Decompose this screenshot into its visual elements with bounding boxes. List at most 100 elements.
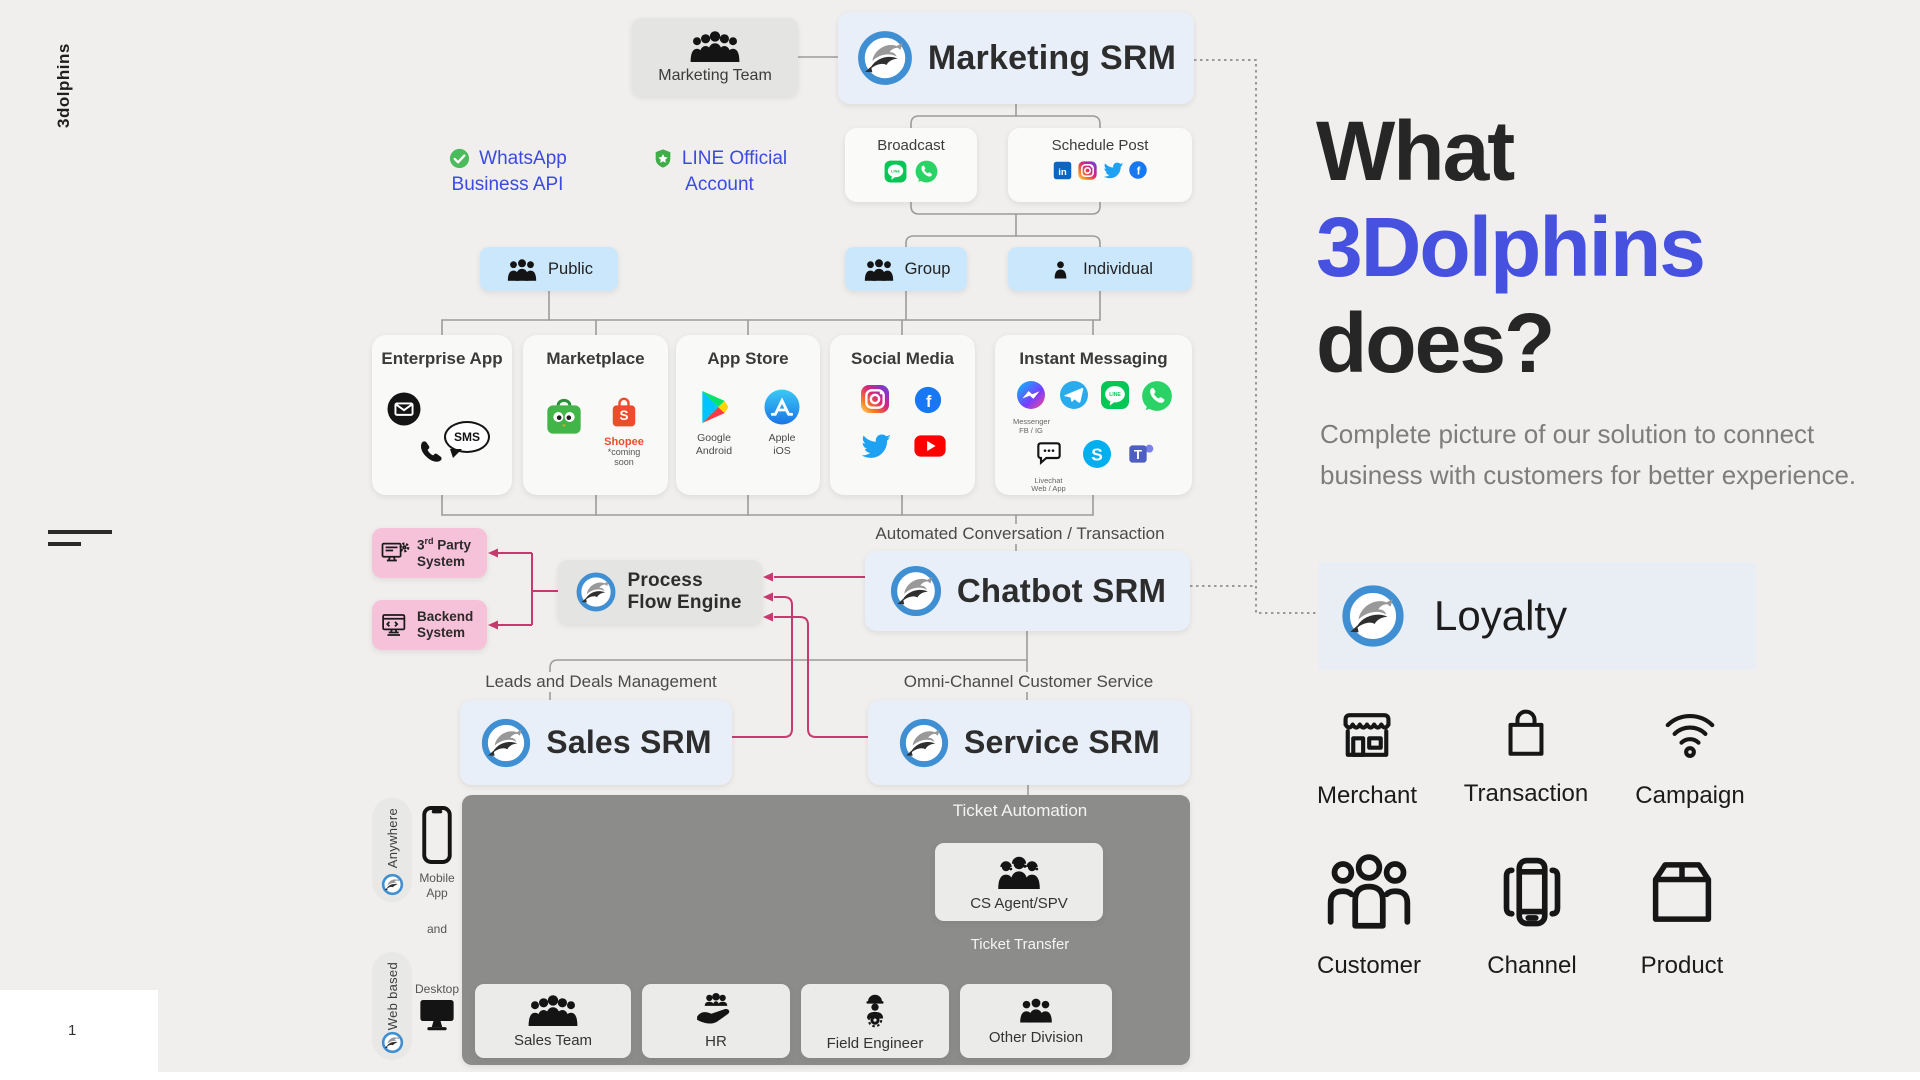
process-flow-label: Process Flow Engine — [627, 570, 742, 613]
process-flow-engine-box: Process Flow Engine — [558, 560, 762, 624]
phone-icon — [421, 441, 442, 462]
facebook-icon: f — [914, 387, 941, 414]
title-line-2: 3Dolphins — [1316, 199, 1706, 294]
svg-text:f: f — [926, 393, 932, 411]
other-division-icon — [1017, 997, 1055, 1023]
shopee-icon: S Shopee *coming soon — [601, 393, 647, 468]
service-srm-box: Service SRM — [868, 700, 1190, 785]
bottom-edge — [158, 1072, 1920, 1080]
dolphin-mini-icon — [381, 873, 404, 896]
people-icon — [862, 258, 896, 281]
people-icon — [505, 258, 539, 281]
feature-product: Product — [1607, 846, 1757, 980]
storefront-icon — [1334, 702, 1400, 768]
channel-instant-messaging: Instant Messaging Messenger FB / IG LINE… — [995, 335, 1192, 495]
hr-icon — [690, 993, 742, 1027]
omni-channel-label: Omni-Channel Customer Service — [866, 672, 1191, 692]
feature-channel: Channel — [1457, 846, 1607, 980]
line-icon: LINE — [1099, 379, 1131, 411]
whatsapp-api-label: WhatsApp Business API — [420, 146, 595, 197]
chatbot-srm-box: Chatbot SRM — [865, 551, 1190, 631]
google-play-icon — [702, 391, 729, 424]
description-text: Complete picture of our solution to conn… — [1320, 419, 1857, 491]
dolphin-logo-icon — [480, 717, 532, 769]
web-based-pill: Web based — [372, 952, 412, 1060]
anywhere-pill: Anywhere — [372, 798, 412, 902]
shopping-bag-icon — [1494, 702, 1558, 766]
schedule-post-box: Schedule Post in f — [1008, 128, 1192, 202]
people-outline-icon — [1323, 846, 1415, 938]
telegram-icon — [1060, 381, 1088, 410]
mobile-phone-icon — [422, 806, 452, 864]
linkedin-icon: in — [1053, 161, 1072, 179]
marketing-team-icon — [689, 30, 741, 62]
dolphin-mini-icon — [381, 1031, 404, 1054]
marketing-team-box: Marketing Team — [632, 18, 798, 96]
title-line-3: does? — [1316, 295, 1555, 390]
feature-merchant: Merchant — [1292, 702, 1442, 810]
dolphin-logo-icon — [889, 564, 943, 618]
desktop-label: Desktop — [414, 982, 460, 996]
sales-srm-label: Sales SRM — [546, 724, 712, 760]
broadcast-label: Broadcast — [877, 137, 945, 154]
channel-app-store: App Store Google Android Apple iOS — [676, 335, 820, 495]
line-official-label: LINE Official Account — [632, 146, 807, 197]
schedule-post-label: Schedule Post — [1051, 137, 1149, 154]
dolphin-logo-icon — [575, 571, 617, 613]
field-engineer-icon — [856, 991, 894, 1029]
page-number: 1 — [68, 1022, 77, 1039]
backend-label: Backend System — [417, 608, 474, 640]
code-window-icon — [382, 614, 406, 636]
whatsapp-icon — [914, 159, 939, 184]
dolphin-logo-icon — [898, 717, 950, 769]
skype-icon: S — [1082, 439, 1111, 468]
livechat-icon — [1036, 441, 1061, 465]
menu-line-short — [48, 542, 81, 546]
page-indicator-box: 1 — [0, 990, 158, 1080]
instagram-icon — [1078, 160, 1097, 180]
group-label: Group — [904, 259, 951, 278]
signal-waves-icon — [1657, 702, 1723, 768]
brand-vertical-logo: 3dolphins — [54, 43, 73, 128]
instagram-icon — [860, 385, 889, 414]
mobile-app-label: Mobile App — [419, 871, 455, 900]
shield-star-icon — [655, 149, 671, 168]
ticket-automation-label: Ticket Automation — [952, 801, 1088, 820]
sales-team-box: Sales Team — [475, 984, 631, 1058]
audience-individual-chip: Individual — [1008, 247, 1192, 291]
cs-agent-box: CS Agent/SPV — [935, 843, 1103, 921]
public-label: Public — [548, 259, 593, 278]
individual-label: Individual — [1083, 259, 1153, 278]
svg-text:LINE: LINE — [891, 168, 900, 173]
page-title: What 3Dolphins does? — [1316, 104, 1706, 391]
feature-transaction: Transaction — [1451, 702, 1601, 808]
chatbot-srm-label: Chatbot SRM — [956, 572, 1167, 609]
svg-text:in: in — [1058, 166, 1067, 177]
marketing-team-label: Marketing Team — [658, 66, 772, 84]
feature-campaign: Campaign — [1615, 702, 1765, 810]
marketing-srm-box: Marketing SRM — [838, 12, 1194, 104]
loyalty-box: Loyalty — [1318, 562, 1756, 670]
check-circle-icon — [450, 149, 470, 169]
marketing-srm-label: Marketing SRM — [927, 38, 1177, 77]
third-party-label: 3rd Party System — [417, 536, 472, 569]
desktop-item: Desktop — [408, 982, 466, 1037]
third-party-system-box: 3rd Party System — [372, 528, 487, 578]
channel-marketplace: Marketplace S Shopee *coming soon — [523, 335, 668, 495]
svg-text:S: S — [1091, 444, 1103, 464]
tokopedia-icon — [547, 398, 581, 434]
audience-group-chip: Group — [845, 247, 967, 291]
ticket-transfer-label: Ticket Transfer — [950, 936, 1090, 953]
apple-appstore-icon — [764, 389, 800, 425]
messenger-icon — [1017, 381, 1045, 410]
feature-customer: Customer — [1294, 846, 1444, 980]
cs-agents-icon — [993, 853, 1045, 889]
svg-text:S: S — [619, 408, 628, 423]
youtube-icon — [913, 435, 946, 457]
leads-deals-label: Leads and Deals Management — [446, 672, 756, 692]
hr-box: HR — [642, 984, 790, 1058]
dolphin-logo-icon — [856, 29, 914, 87]
monitor-gear-icon — [381, 542, 410, 562]
other-division-box: Other Division — [960, 984, 1112, 1058]
